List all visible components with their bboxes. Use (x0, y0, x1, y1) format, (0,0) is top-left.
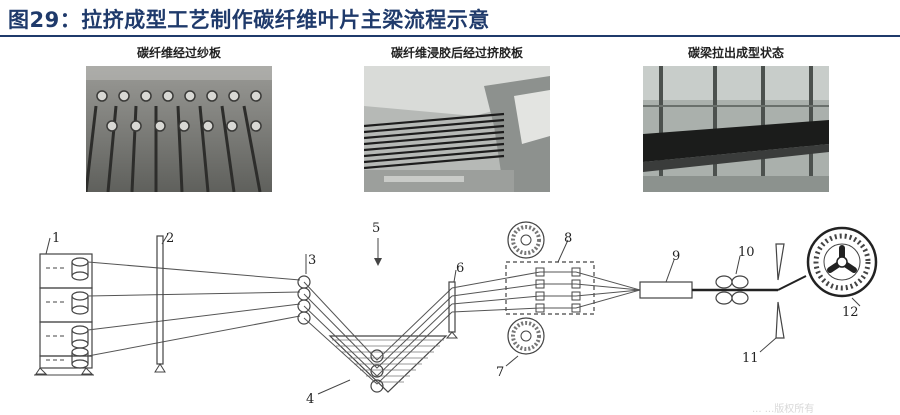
preform-rollers (507, 221, 545, 355)
page-title: 图29：拉挤成型工艺制作碳纤维叶片主梁流程示意 (8, 8, 490, 32)
photo-panel-pultrusion: 碳梁拉出成型状态 (643, 42, 829, 192)
watermark: ... ...版权所有 (752, 404, 815, 415)
label-4: 4 (306, 392, 314, 405)
photo-caption-3: 碳梁拉出成型状态 (687, 46, 784, 60)
header: 图29：拉挤成型工艺制作碳纤维叶片主梁流程示意 (0, 0, 900, 38)
label-1: 1 (52, 231, 60, 246)
creel-rack (34, 237, 94, 376)
photo-fiber-creel (86, 66, 272, 192)
cutter (775, 243, 785, 339)
yarn-plate (156, 235, 164, 365)
puller-device (715, 275, 749, 305)
preform-guide-box (451, 261, 641, 315)
photo-caption-2: 碳纤维浸胶后经过挤胶板 (390, 46, 523, 60)
photo-squeeze-plate (364, 66, 550, 192)
resin-bath (303, 281, 453, 395)
process-diagram: 1 2 3 (34, 221, 878, 405)
label-6: 6 (456, 261, 464, 276)
label-3: 3 (308, 253, 316, 268)
winding-drum (806, 226, 878, 298)
label-9: 9 (672, 249, 680, 264)
title-underline (0, 35, 900, 37)
label-12: 12 (842, 305, 859, 320)
heated-die (639, 281, 693, 299)
photo-panel-creel: 碳纤维经过纱板 (86, 42, 272, 192)
guide-rollers (297, 275, 311, 325)
label-5: 5 (372, 221, 380, 236)
label-2: 2 (166, 231, 174, 246)
label-8: 8 (564, 231, 572, 246)
photo-panel-squeeze: 碳纤维浸胶后经过挤胶板 (364, 42, 550, 192)
label-10: 10 (738, 245, 755, 260)
label-7: 7 (496, 365, 504, 380)
photo-pultruded-beam (643, 66, 829, 192)
photo-caption-1: 碳纤维经过纱板 (136, 46, 221, 60)
label-11: 11 (742, 351, 759, 366)
